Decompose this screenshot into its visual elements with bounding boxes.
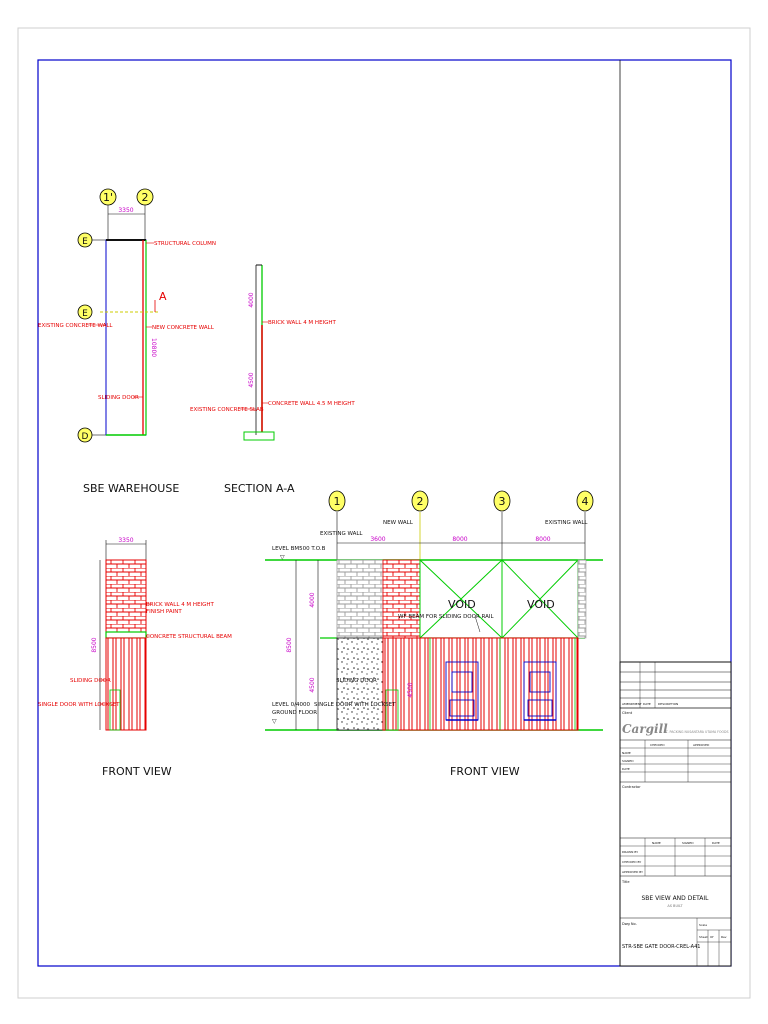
void-label-2: VOID xyxy=(527,598,555,611)
grid-bubble-f4: 4 xyxy=(576,490,594,512)
svg-text:AS BUILT: AS BUILT xyxy=(667,904,683,908)
svg-text:DATE: DATE xyxy=(643,702,651,706)
svg-text:8000: 8000 xyxy=(535,536,550,543)
svg-text:4500: 4500 xyxy=(407,682,414,697)
front-left-title: FRONT VIEW xyxy=(102,765,172,778)
svg-text:Title: Title xyxy=(621,880,630,884)
front-right-title: FRONT VIEW xyxy=(450,765,520,778)
svg-text:DATE: DATE xyxy=(712,841,720,845)
svg-text:PT. PACKING NUSANTARA UTAMA FO: PT. PACKING NUSANTARA UTAMA FOODS xyxy=(664,730,729,734)
svg-text:4500: 4500 xyxy=(248,372,255,387)
svg-text:AMENDMENT: AMENDMENT xyxy=(622,702,642,706)
svg-text:▽: ▽ xyxy=(272,718,277,725)
svg-text:E: E xyxy=(82,309,88,319)
svg-text:DESCRIPTION: DESCRIPTION xyxy=(658,702,678,706)
svg-text:SLIDING DOOR: SLIDING DOOR xyxy=(70,678,111,684)
svg-text:3350: 3350 xyxy=(118,537,133,544)
equipment-sketch-2 xyxy=(523,661,557,721)
svg-text:LEVEL 0/4000: LEVEL 0/4000 xyxy=(272,702,310,708)
svg-text:Scale: Scale xyxy=(699,923,707,927)
svg-text:3: 3 xyxy=(499,495,506,508)
grid-bubble-2: 2 xyxy=(136,188,154,206)
svg-text:1: 1 xyxy=(334,495,341,508)
svg-text:APPROVED: APPROVED xyxy=(693,743,710,747)
grid-bubble-f3: 3 xyxy=(493,490,511,512)
svg-text:CONCRETE WALL 4.5 M HEIGHT: CONCRETE WALL 4.5 M HEIGHT xyxy=(268,401,355,407)
svg-text:4000: 4000 xyxy=(309,592,316,607)
grid-bubble-f2: 2 xyxy=(411,490,429,512)
svg-text:D: D xyxy=(82,432,89,442)
svg-text:2: 2 xyxy=(142,191,149,204)
svg-text:SIGNED: SIGNED xyxy=(622,759,634,763)
page-border xyxy=(17,27,751,999)
svg-text:WF BEAM FOR SLIDING DOOR RAIL: WF BEAM FOR SLIDING DOOR RAIL xyxy=(398,614,495,620)
svg-text:EXISTING WALL: EXISTING WALL xyxy=(320,531,363,537)
svg-text:SINGLE DOOR WITH LOCKSET: SINGLE DOOR WITH LOCKSET xyxy=(38,702,120,708)
svg-text:NEW CONCRETE WALL: NEW CONCRETE WALL xyxy=(152,325,215,331)
svg-text:LEVEL BM500 T.O.B: LEVEL BM500 T.O.B xyxy=(272,546,326,552)
svg-text:1': 1' xyxy=(103,191,113,204)
equipment-sketch-1 xyxy=(445,661,479,721)
svg-text:SLIDING DOOR: SLIDING DOOR xyxy=(98,395,139,401)
grid-bubble-1p: 1' xyxy=(99,188,117,206)
svg-text:Rev: Rev xyxy=(721,935,727,939)
svg-text:SLIDING DOOR: SLIDING DOOR xyxy=(336,678,377,684)
plan-view: 1' 2 E E D 3350 A xyxy=(38,188,216,495)
plan-title: SBE WAREHOUSE xyxy=(83,482,179,495)
svg-text:APPROVED BY: APPROVED BY xyxy=(622,870,643,874)
drawing-frame xyxy=(37,59,732,967)
svg-text:SIGNED: SIGNED xyxy=(682,841,694,845)
drawing-number: STR-SBE GATE DOOR-CREL-A41 xyxy=(622,944,700,950)
svg-text:BRICK WALL 4 M HEIGHT: BRICK WALL 4 M HEIGHT xyxy=(146,602,215,608)
svg-text:E: E xyxy=(82,237,88,247)
svg-text:NEW WALL: NEW WALL xyxy=(383,520,414,526)
front-view-right: 1 2 3 4 EXISTING WALL NEW WALL EXISTING … xyxy=(265,490,603,778)
svg-text:4: 4 xyxy=(582,495,589,508)
svg-text:NAME: NAME xyxy=(652,841,661,845)
cargill-logo: Cargill xyxy=(622,722,668,736)
svg-text:8000: 8000 xyxy=(452,536,467,543)
grid-bubble-e-mid: E xyxy=(77,304,93,320)
svg-text:Contractor: Contractor xyxy=(622,785,641,789)
svg-text:EXISTING WALL: EXISTING WALL xyxy=(545,520,588,526)
section-title: SECTION A-A xyxy=(224,482,295,495)
svg-text:DRAWN BY: DRAWN BY xyxy=(622,850,638,854)
svg-text:STRUCTURAL COLUMN: STRUCTURAL COLUMN xyxy=(154,241,216,247)
grid-bubble-f1: 1 xyxy=(328,490,346,512)
svg-text:4000: 4000 xyxy=(248,292,255,307)
svg-text:CHECKED BY: CHECKED BY xyxy=(622,860,641,864)
svg-text:EXISTING CONCRETE SLAB: EXISTING CONCRETE SLAB xyxy=(190,407,264,413)
svg-text:EXISTING CONCRETE WALL: EXISTING CONCRETE WALL xyxy=(38,323,113,329)
svg-text:BRICK WALL 4 M HEIGHT: BRICK WALL 4 M HEIGHT xyxy=(268,320,337,326)
svg-text:2: 2 xyxy=(417,495,424,508)
void-label-1: VOID xyxy=(448,598,476,611)
svg-text:Client: Client xyxy=(622,711,633,715)
svg-text:3600: 3600 xyxy=(370,536,385,543)
svg-text:4500: 4500 xyxy=(309,677,316,692)
svg-text:3350: 3350 xyxy=(118,207,133,214)
section-view: 4000 4500 BRICK WALL 4 M HEIGHT CONCRETE… xyxy=(190,264,355,495)
svg-text:NAME: NAME xyxy=(622,751,631,755)
front-view-left: 3350 8500 BRICK WALL 4 M HEIGHT FINISH P… xyxy=(38,537,232,778)
grid-bubble-d: D xyxy=(77,427,93,443)
svg-text:SINGLE DOOR WITH LOCKSET: SINGLE DOOR WITH LOCKSET xyxy=(314,702,396,708)
svg-text:10800: 10800 xyxy=(150,338,157,357)
grid-bubble-e-top: E xyxy=(77,232,93,248)
svg-text:▽: ▽ xyxy=(280,554,285,561)
title-block: AMENDMENT DATE DESCRIPTION Client Cargil… xyxy=(619,661,732,967)
svg-text:FINISH PAINT: FINISH PAINT xyxy=(146,609,182,615)
svg-text:8500: 8500 xyxy=(286,637,293,652)
svg-text:Dwg No.: Dwg No. xyxy=(622,922,637,926)
svg-text:A: A xyxy=(159,290,167,303)
drawing-title: SBE VIEW AND DETAIL xyxy=(641,895,709,902)
svg-text:CHECKED: CHECKED xyxy=(650,743,665,747)
svg-text:8500: 8500 xyxy=(91,637,98,652)
svg-text:CONCRETE STRUCTURAL BEAM: CONCRETE STRUCTURAL BEAM xyxy=(146,634,232,640)
svg-text:DATE: DATE xyxy=(622,767,630,771)
svg-text:Of: Of xyxy=(710,935,714,939)
svg-text:GROUND FLOOR: GROUND FLOOR xyxy=(272,710,317,716)
svg-text:Sheet: Sheet xyxy=(699,935,708,939)
